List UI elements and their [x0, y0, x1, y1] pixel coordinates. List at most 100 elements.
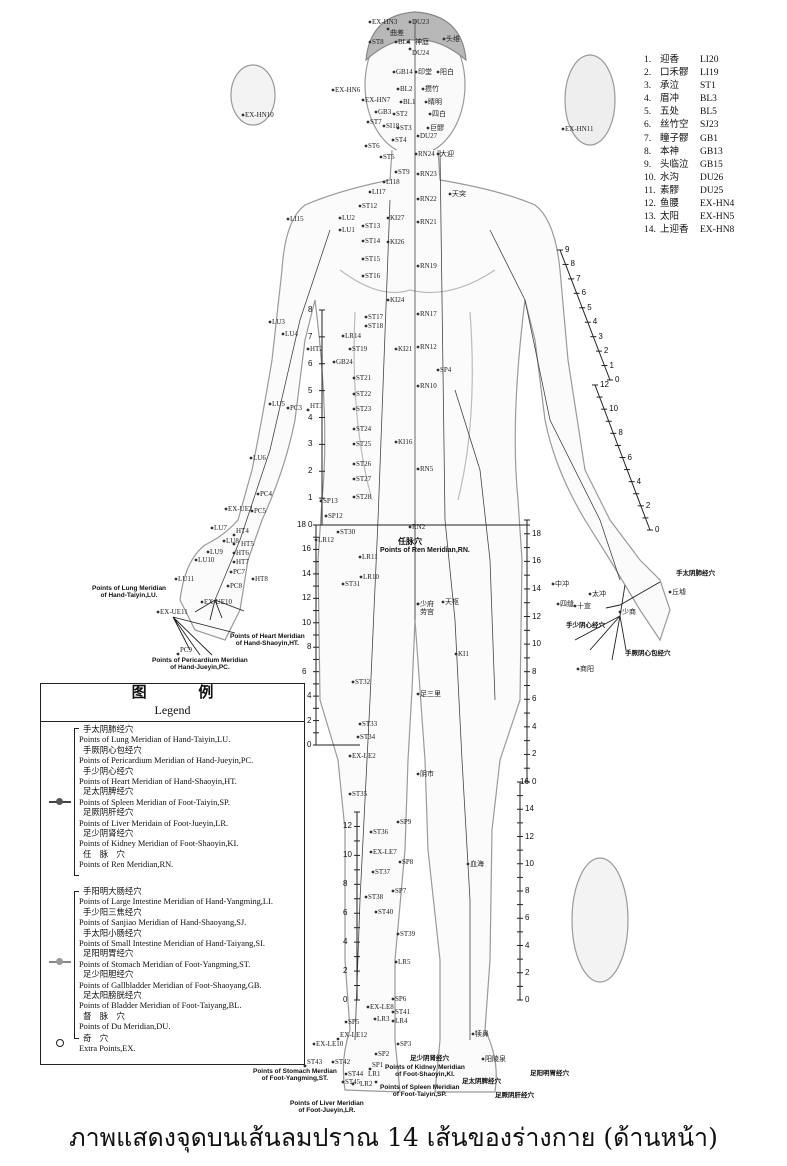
- acupoint-dot: [222, 539, 226, 543]
- acupoint-label: ST8: [372, 38, 384, 46]
- key-list-code: GB15: [700, 159, 723, 170]
- acupoint-label: ST39: [400, 930, 416, 938]
- acupoint-label: 犊鼻: [475, 1030, 489, 1038]
- extra-point-circle-icon: [56, 1039, 64, 1047]
- key-list-code: BL5: [700, 107, 717, 118]
- acupoint-label: EX-HN6: [335, 86, 361, 94]
- acupoint-label: EX-UE2: [228, 505, 253, 513]
- acupoint-dot: [382, 180, 386, 184]
- legend-entry-en: Points of Bladder Meridian of Foot-Taiya…: [79, 1001, 242, 1011]
- ruler-tick-label: 2: [308, 466, 313, 476]
- acupoint-dot: [250, 509, 254, 513]
- mouth-inset-left: [230, 64, 276, 126]
- legend-entry-zh: 任 脉 穴: [83, 849, 125, 859]
- acupoint-dot: [382, 124, 386, 128]
- legend-entry-en: Points of Kidney Meridian of Foot-Shaoyi…: [79, 839, 239, 849]
- legend-entry-en: Points of Du Meridian,DU.: [79, 1022, 171, 1032]
- acupoint-label: RN24: [418, 150, 435, 158]
- ruler-tick-label: 4: [592, 317, 598, 327]
- acupoint-dot: [416, 172, 420, 176]
- ren-meridian-annotation: Points of Ren Meridian,RN.: [380, 547, 470, 554]
- legend-entry-zh: 督 脉 穴: [83, 1011, 125, 1021]
- acupoint-label: SP5: [348, 1018, 360, 1026]
- acupoint-label: EX-HN11: [565, 125, 594, 133]
- ruler-tick-label: 10: [525, 858, 534, 868]
- acupoint-label: 丘墟: [672, 588, 686, 596]
- meridian-lines: [214, 20, 621, 1041]
- acupoint-dot: [481, 1057, 485, 1061]
- acupoint-label: SP4: [440, 366, 452, 374]
- acupoint-dot: [358, 204, 362, 208]
- sole-inset: [571, 857, 629, 983]
- acupoint-dot: [331, 1060, 335, 1064]
- acupoint-label: SP8: [402, 858, 414, 866]
- legend-title-en: Legend: [154, 703, 191, 717]
- ruler-tick-label: 14: [532, 583, 541, 593]
- hair: [365, 11, 467, 62]
- ruler-tick-label: 0: [532, 777, 537, 786]
- ren-meridian-zh: 任脉穴: [398, 537, 422, 546]
- acupoint-dot: [408, 525, 412, 529]
- ruler-tick-label: 4: [525, 940, 530, 950]
- key-list-zh: 上迎香: [660, 225, 689, 236]
- ruler-tick-label: 0: [655, 525, 660, 534]
- acupoint-dot: [358, 555, 362, 559]
- acupoint-label: 足三里: [420, 690, 441, 698]
- acupoint-dot: [561, 127, 565, 131]
- acupoint-label: EX-LE12: [340, 1031, 368, 1039]
- acupoint-dot: [352, 427, 356, 431]
- acupoint-dot: [386, 240, 390, 244]
- acupoint-dot: [369, 830, 373, 834]
- kidney-meridian-foot-zh: 足少阴肾经穴: [410, 1055, 449, 1062]
- ruler-tick-label: 12: [532, 611, 541, 621]
- acupoint-dot: [374, 1080, 378, 1084]
- legend-entry-en: Points of Liver Meridain of Foot-Jueyin,…: [79, 818, 229, 828]
- legend-entry-zh: 手厥阴心包经穴: [83, 745, 142, 755]
- ruler-tick-label: 2: [307, 715, 312, 725]
- acupoint-label: ST17: [368, 313, 384, 321]
- acupoint-label: KI27: [390, 214, 405, 222]
- acupoint-dot: [366, 1005, 370, 1009]
- acupoint-dot: [338, 228, 342, 232]
- acupoint-dot: [366, 120, 370, 124]
- acupoint-dot: [551, 582, 555, 586]
- acupoint-dot: [371, 870, 375, 874]
- acupoint-dot: [556, 602, 560, 606]
- acupoint-dot: [576, 667, 580, 671]
- acupoint-dot: [414, 70, 418, 74]
- acupoint-dot: [338, 216, 342, 220]
- ruler-tick-label: 5: [308, 385, 313, 395]
- acupoint-dot: [303, 1064, 307, 1068]
- acupoint-label: ST9: [398, 168, 410, 176]
- key-list-zh: 本神: [660, 146, 680, 157]
- acupoint-label: 印堂: [418, 68, 432, 76]
- legend-entry-zh: 手少阴心经穴: [83, 766, 134, 776]
- ruler-tick-label: 18: [297, 520, 306, 529]
- legend-entry-zh: 手太阳小肠经穴: [83, 928, 142, 938]
- acupoint-label: BL2: [400, 85, 413, 93]
- acupoint-label: 曲差: [390, 29, 404, 37]
- acupoint-dot: [341, 1080, 345, 1084]
- ruler-tick-label: 8: [308, 305, 313, 314]
- acupoint-dot: [200, 600, 204, 604]
- acupoint-dot: [251, 577, 255, 581]
- acupoint-label: LR3: [377, 1015, 390, 1023]
- acupoint-dot: [386, 27, 390, 31]
- acupoint-label: ST3: [400, 124, 412, 132]
- key-list-code: BL3: [700, 94, 717, 105]
- acupoint-dot: [416, 384, 420, 388]
- acupoint-label: ST28: [356, 493, 372, 501]
- key-list-n: 14.: [644, 225, 656, 236]
- acupoint-label: ST7: [370, 118, 382, 126]
- acupoint-dot: [668, 590, 672, 594]
- key-list-n: 12.: [644, 199, 656, 210]
- ruler-tick-label: 2: [645, 500, 651, 510]
